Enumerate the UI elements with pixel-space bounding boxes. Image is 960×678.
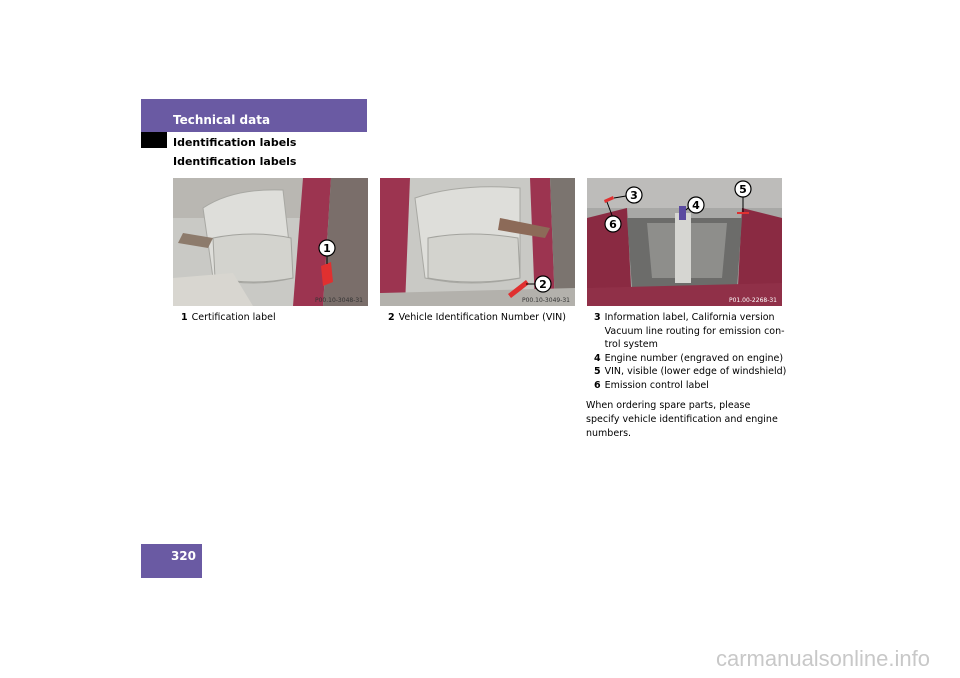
photo-code: P01.00-2268-31 bbox=[729, 297, 777, 304]
caption-6: 6 Emission control label bbox=[594, 379, 789, 393]
caption-number: 4 bbox=[594, 352, 601, 364]
caption-number: 1 bbox=[181, 312, 188, 323]
header-bar bbox=[141, 99, 367, 132]
caption-4: 4 Engine number (engraved on engine) bbox=[594, 352, 789, 366]
photo-engine-compartment: 3 6 4 5 P01.00-2268-31 bbox=[587, 178, 782, 306]
caption-text: Engine number (engraved on engine) bbox=[604, 352, 784, 364]
photo-code: P00.10-3049-31 bbox=[522, 297, 570, 304]
caption-5: 5 VIN, visible (lower edge of windshield… bbox=[594, 365, 789, 379]
callout-6: 6 bbox=[609, 218, 617, 231]
callout-5: 5 bbox=[739, 183, 747, 196]
caption-text: Information label, California version Va… bbox=[604, 312, 785, 350]
caption-text: Certification label bbox=[191, 312, 276, 323]
caption-list: 3 Information label, California version … bbox=[594, 311, 789, 392]
callout-4: 4 bbox=[692, 199, 700, 212]
page-number: 320 bbox=[170, 549, 196, 563]
section-tab bbox=[141, 132, 167, 148]
header-title: Technical data bbox=[173, 113, 271, 127]
page-number-box: 320 bbox=[141, 544, 202, 578]
caption-number: 3 bbox=[594, 312, 601, 323]
callout-1: 1 bbox=[323, 242, 331, 255]
ordering-note: When ordering spare parts, please specif… bbox=[586, 400, 778, 439]
footer-watermark: carmanualsonline.info bbox=[715, 646, 930, 671]
photo-certification-label: 1 P00.10-3048-31 bbox=[173, 178, 368, 306]
photo-vin-label: 2 P00.10-3049-31 bbox=[380, 178, 575, 306]
caption-number: 5 bbox=[594, 366, 601, 377]
section-title: Identification labels bbox=[173, 155, 297, 168]
caption-text: VIN, visible (lower edge of windshield) bbox=[604, 366, 787, 377]
callout-2: 2 bbox=[539, 278, 547, 291]
caption-text: Emission control label bbox=[604, 379, 709, 391]
caption-number: 2 bbox=[388, 312, 395, 323]
caption-number: 6 bbox=[594, 379, 601, 391]
callout-3: 3 bbox=[630, 189, 638, 202]
photo-code: P00.10-3048-31 bbox=[315, 297, 363, 304]
caption-text: Vehicle Identification Number (VIN) bbox=[398, 312, 566, 323]
caption-3: 3 Information label, California version … bbox=[594, 311, 789, 352]
subsection-title: Identification labels bbox=[173, 136, 297, 149]
